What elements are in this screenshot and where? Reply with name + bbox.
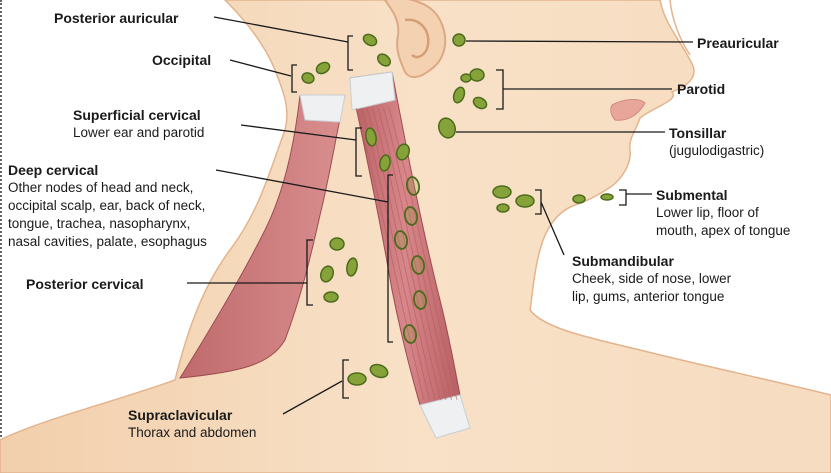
label-preauricular: Preauricular [697, 34, 779, 52]
supraclavicular-node [348, 373, 366, 385]
posterior-cervical-node [330, 238, 344, 250]
superficial-cervical-title: Superficial cervical [73, 106, 204, 124]
label-superficial-cervical: Superficial cervical Lower ear and parot… [73, 106, 204, 142]
submental-node [573, 195, 585, 203]
parotid-title: Parotid [677, 80, 725, 98]
parotid-node [461, 74, 471, 82]
deep-cervical-desc-3: tongue, trachea, nasopharynx, [8, 215, 207, 233]
label-supraclavicular: Supraclavicular Thorax and abdomen [128, 406, 256, 442]
posterior-auricular-title: Posterior auricular [54, 9, 179, 27]
submandibular-node [493, 186, 511, 198]
label-tonsillar: Tonsillar (jugulodigastric) [669, 124, 764, 160]
preauricular-title: Preauricular [697, 34, 779, 52]
supraclavicular-desc: Thorax and abdomen [128, 424, 256, 442]
deep-cervical-desc-2: occipital scalp, ear, back of neck, [8, 197, 207, 215]
label-parotid: Parotid [677, 80, 725, 98]
parotid-node [470, 69, 484, 81]
submandibular-desc-1: Cheek, side of nose, lower [572, 270, 731, 288]
submandibular-desc-2: lip, gums, anterior tongue [572, 288, 731, 306]
tonsillar-desc: (jugulodigastric) [669, 142, 764, 160]
posterior-cervical-title: Posterior cervical [26, 275, 144, 293]
preauricular-node [453, 34, 465, 46]
label-deep-cervical: Deep cervical Other nodes of head and ne… [8, 161, 207, 251]
posterior-cervical-node [324, 292, 338, 302]
label-posterior-cervical: Posterior cervical [26, 275, 144, 293]
submental-node [601, 194, 613, 200]
submandibular-title: Submandibular [572, 252, 731, 270]
submental-desc-2: mouth, apex of tongue [656, 222, 790, 240]
deep-cervical-title: Deep cervical [8, 161, 207, 179]
submandibular-node [497, 204, 509, 212]
tonsillar-title: Tonsillar [669, 124, 764, 142]
label-posterior-auricular: Posterior auricular [54, 9, 179, 27]
submandibular-node [516, 195, 534, 207]
deep-cervical-desc-4: nasal cavities, palate, esophagus [8, 233, 207, 251]
submental-bracket-leader [619, 190, 652, 205]
label-occipital: Occipital [152, 51, 211, 69]
submental-desc-1: Lower lip, floor of [656, 204, 790, 222]
occipital-title: Occipital [152, 51, 211, 69]
submental-title: Submental [656, 186, 790, 204]
supraclavicular-title: Supraclavicular [128, 406, 256, 424]
superficial-cervical-desc: Lower ear and parotid [73, 124, 204, 142]
deep-cervical-desc-1: Other nodes of head and neck, [8, 179, 207, 197]
label-submandibular: Submandibular Cheek, side of nose, lower… [572, 252, 731, 306]
label-submental: Submental Lower lip, floor of mouth, ape… [656, 186, 790, 240]
